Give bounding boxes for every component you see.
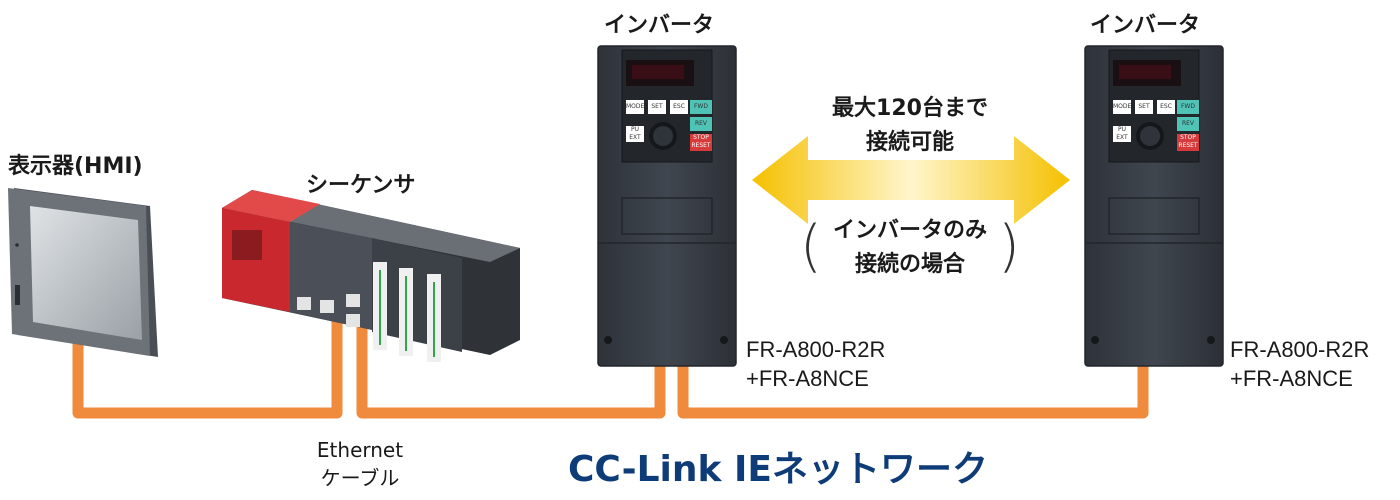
note-paren-close: ) [998, 214, 1020, 279]
hmi-plc-cable [72, 312, 343, 419]
cable-label-line2: ケーブル [320, 466, 400, 490]
connection-capacity-text: 最大120台まで 接続可能 [800, 92, 1020, 160]
inverter-1-rev-button: REV [694, 120, 708, 127]
connection-capacity-line1: 最大120台まで [832, 96, 988, 121]
inverter-2-set-button: SET [1138, 103, 1150, 110]
inverter-2-model: FR-A800-R2R +FR-A8NCE [1230, 335, 1369, 393]
inverter-2-rev-button: REV [1181, 120, 1195, 127]
inverter-2-stop-button: STOP RESET [1178, 134, 1198, 149]
inverter-1-model-line1: FR-A800-R2R [746, 337, 886, 362]
inverter-1-pu-button: PU EXT [629, 126, 641, 141]
plc-label: シーケンサ [306, 173, 416, 198]
note-paren-open: ( [800, 214, 822, 279]
ethernet-cable-label: Ethernet ケーブル [300, 436, 420, 492]
cable-label-line1: Ethernet [316, 438, 404, 462]
inverter-2-fwd-button: FWD [1180, 103, 1195, 110]
inverter-2-esc-button: ESC [1160, 103, 1172, 110]
inverter-1-stop-button: STOP RESET [691, 134, 711, 149]
inverter-2-icon [1084, 45, 1224, 367]
inverter-1-icon [597, 45, 737, 367]
inverter-1-title: インバータ [604, 13, 715, 38]
inverter-1-model: FR-A800-R2R +FR-A8NCE [746, 335, 885, 393]
plc-device-icon [222, 190, 520, 362]
connection-arrow [752, 136, 1070, 224]
network-label: CC-Link IEネットワーク [568, 449, 988, 490]
cables [72, 312, 1149, 419]
hmi-label: 表示器(HMI) [8, 154, 143, 179]
inverter-1-model-line2: +FR-A8NCE [746, 366, 869, 391]
note-line2: 接続の場合 [854, 252, 965, 277]
connection-note: ( インバータのみ 接続の場合 ) [800, 210, 1020, 290]
note-text: インバータのみ 接続の場合 [816, 214, 1004, 282]
inverter-1-mode-button: MODE [626, 103, 645, 110]
inverter-1-fwd-button: FWD [693, 103, 708, 110]
connection-capacity-line2: 接続可能 [865, 130, 954, 155]
inverter-2-pu-button: PU EXT [1116, 126, 1128, 141]
inverter-1-set-button: SET [651, 103, 663, 110]
inverter-2-model-line2: +FR-A8NCE [1230, 366, 1353, 391]
inverter-2-mode-button: MODE [1113, 103, 1132, 110]
note-line1: インバータのみ [832, 218, 987, 243]
hmi-device-icon [8, 188, 158, 357]
inverter1-inverter2-cable [677, 362, 1149, 419]
inverter-1-esc-button: ESC [673, 103, 685, 110]
inverter-2-model-line1: FR-A800-R2R [1230, 337, 1370, 362]
inverter-2-title: インバータ [1090, 13, 1201, 38]
plc-inverter1-cable [356, 312, 666, 419]
